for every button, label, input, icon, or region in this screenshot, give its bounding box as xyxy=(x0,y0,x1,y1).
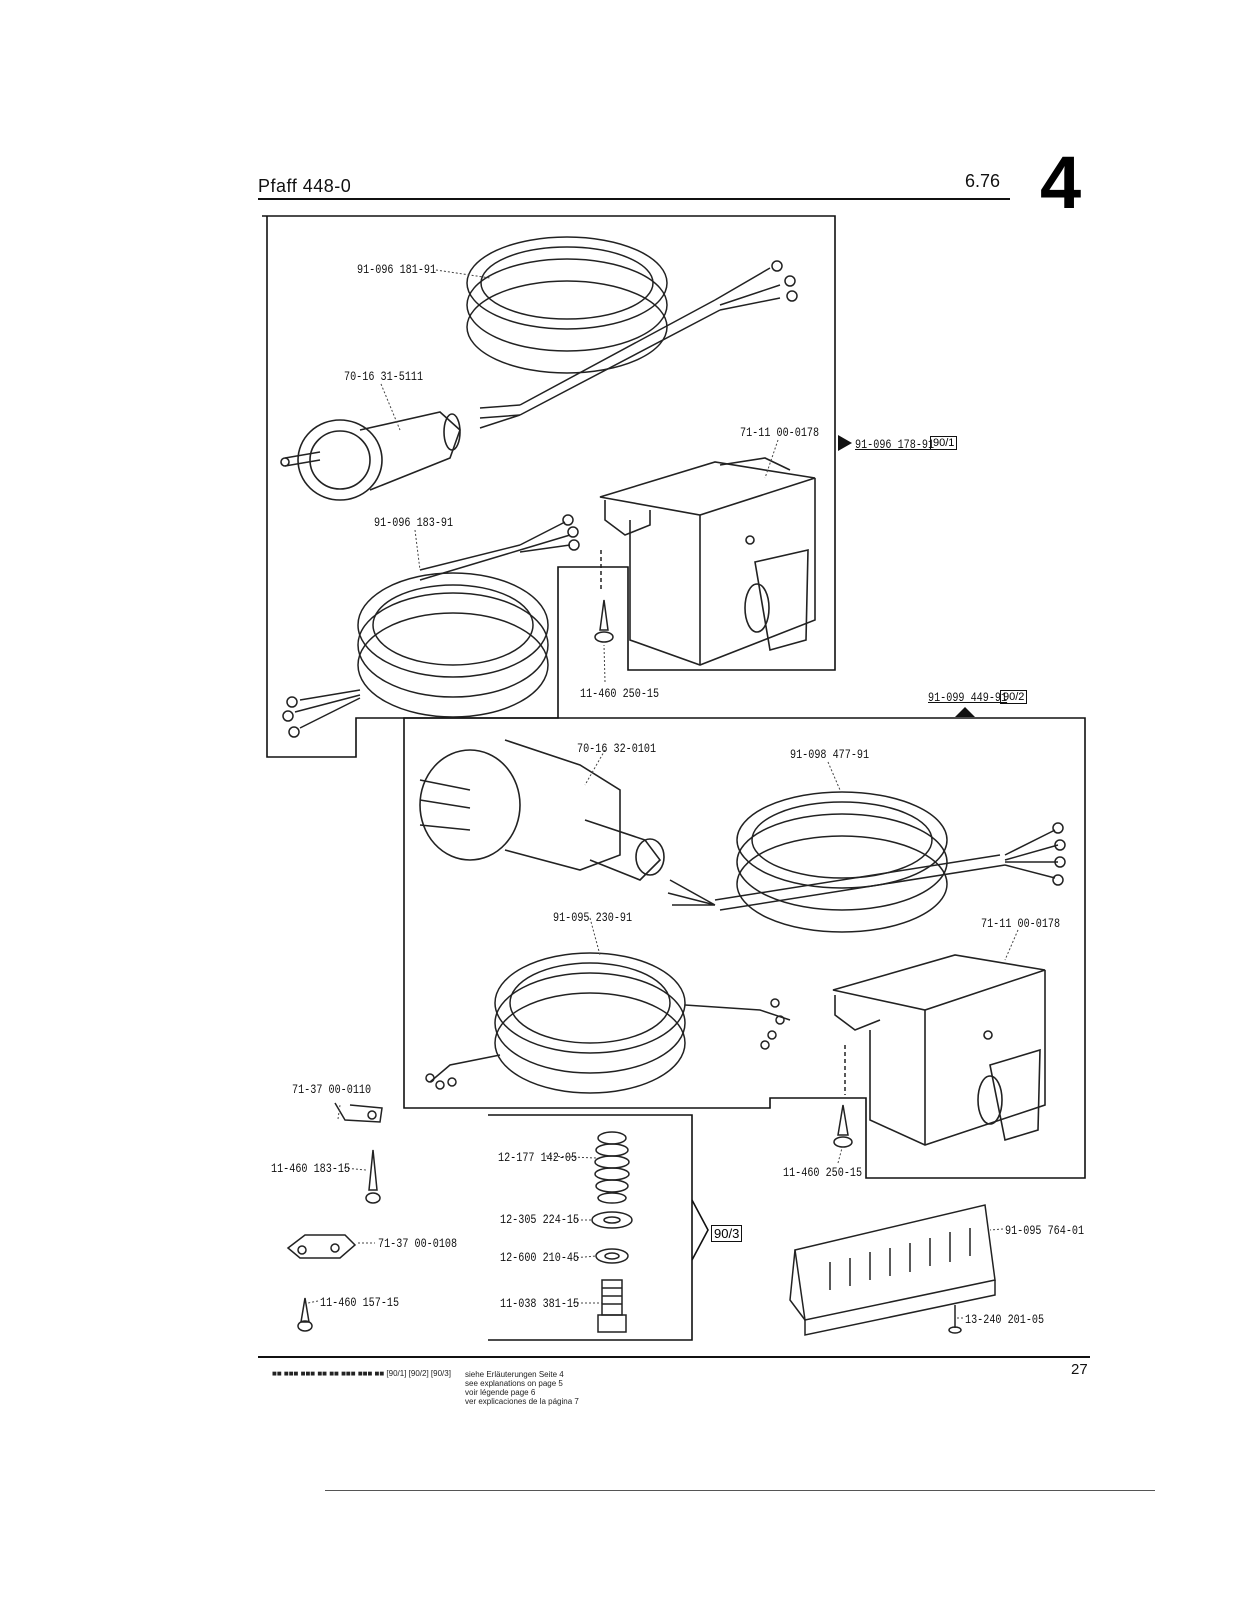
screw-icon-b xyxy=(297,1297,313,1332)
label-screw-d: 13-240 201-05 xyxy=(965,1312,1045,1327)
label-lockwasher: 12-600 210-45 xyxy=(500,1250,580,1265)
label-switch-top: 71-11 00-0178 xyxy=(740,425,820,440)
label-clip-a: 71-37 00-0110 xyxy=(292,1082,372,1097)
clip-icon-b xyxy=(286,1234,357,1259)
plug-icon-top xyxy=(280,411,461,501)
label-screw-top: 11-460 250-15 xyxy=(580,686,660,701)
plug-icon-bottom xyxy=(419,739,665,881)
footer-note-en: see explanations on page 5 xyxy=(465,1379,563,1388)
switch-box-icon-top xyxy=(599,457,816,666)
page-title: Pfaff 448-0 xyxy=(258,176,352,196)
page-date: 6.76 xyxy=(965,171,1001,191)
label-washer: 12-305 224-15 xyxy=(500,1212,580,1227)
label-assembly-bottom: 91-099 449-91 xyxy=(928,690,1008,705)
label-bolt: 11-038 381-15 xyxy=(500,1296,580,1311)
bottom-scan-line xyxy=(325,1490,1155,1491)
label-spring: 12-177 142-05 xyxy=(498,1150,578,1165)
footer-rule xyxy=(258,1356,1090,1358)
cable-strip-icon xyxy=(789,1204,996,1336)
screw-icon-a xyxy=(365,1149,381,1204)
label-strip: 91-095 764-01 xyxy=(1005,1223,1085,1238)
label-cable-bottom-right: 91-098 477-91 xyxy=(790,747,870,762)
upper-assembly-frame xyxy=(262,215,836,758)
coiled-cable-icon-top xyxy=(466,236,798,429)
page-number: 27 xyxy=(1071,1361,1088,1378)
label-clip-b: 71-37 00-0108 xyxy=(378,1236,458,1251)
footer-note-de: siehe Erläuterungen Seite 4 xyxy=(465,1370,564,1379)
coiled-cable-icon-bottom-left xyxy=(425,952,791,1094)
label-screw-bottom: 11-460 250-15 xyxy=(783,1165,863,1180)
label-switch-bottom: 71-11 00-0178 xyxy=(981,916,1061,931)
assembly-arrow-bottom xyxy=(955,707,975,717)
spring-icon xyxy=(594,1131,630,1204)
label-assembly-top: 91-096 178-91 xyxy=(855,437,935,452)
washer-icon xyxy=(591,1211,633,1229)
fastener-group-frame xyxy=(488,1114,693,1341)
footer-note-es: ver explicaciones de la página 7 xyxy=(465,1397,579,1406)
switch-box-icon-bottom xyxy=(832,954,1046,1146)
lockwasher-icon xyxy=(595,1248,629,1264)
header-rule xyxy=(258,198,1010,200)
bolt-icon xyxy=(597,1279,627,1333)
footer-codes: ■■ ■■■ ■■■ ■■ ■■ ■■■ ■■■ ■■ [90/1] [90/2… xyxy=(272,1369,451,1378)
ref-badge-bottom: 90/2 xyxy=(1000,690,1028,704)
footer-note-fr: voir légende page 6 xyxy=(465,1388,536,1397)
label-screw-a: 11-460 183-15 xyxy=(271,1161,351,1176)
label-cable-top: 91-096 181-91 xyxy=(357,262,437,277)
assembly-arrow-top xyxy=(838,435,852,451)
footer-notes: siehe Erläuterungen Seite 4 see explanat… xyxy=(465,1370,579,1406)
coiled-cable-icon-bottom-right xyxy=(667,791,1066,933)
label-cable-middle: 91-096 183-91 xyxy=(374,515,454,530)
screw-icon-d xyxy=(948,1305,962,1334)
screw-icon-bottom xyxy=(833,1045,853,1148)
label-cable-bottom-left: 91-095 230-91 xyxy=(553,910,633,925)
coiled-cable-icon-middle xyxy=(282,514,580,738)
clip-icon-a xyxy=(334,1102,383,1123)
label-plug-top: 70-16 31-5111 xyxy=(344,369,424,384)
label-screw-b: 11-460 157-15 xyxy=(320,1295,400,1310)
section-number: 4 xyxy=(1040,141,1082,224)
bracket-ref-badge: 90/3 xyxy=(711,1225,743,1242)
label-plug-bottom: 70-16 32-0101 xyxy=(577,741,657,756)
ref-badge-top: 90/1 xyxy=(930,436,958,450)
screw-icon-top xyxy=(594,550,614,643)
lower-assembly-frame xyxy=(403,717,1086,1179)
